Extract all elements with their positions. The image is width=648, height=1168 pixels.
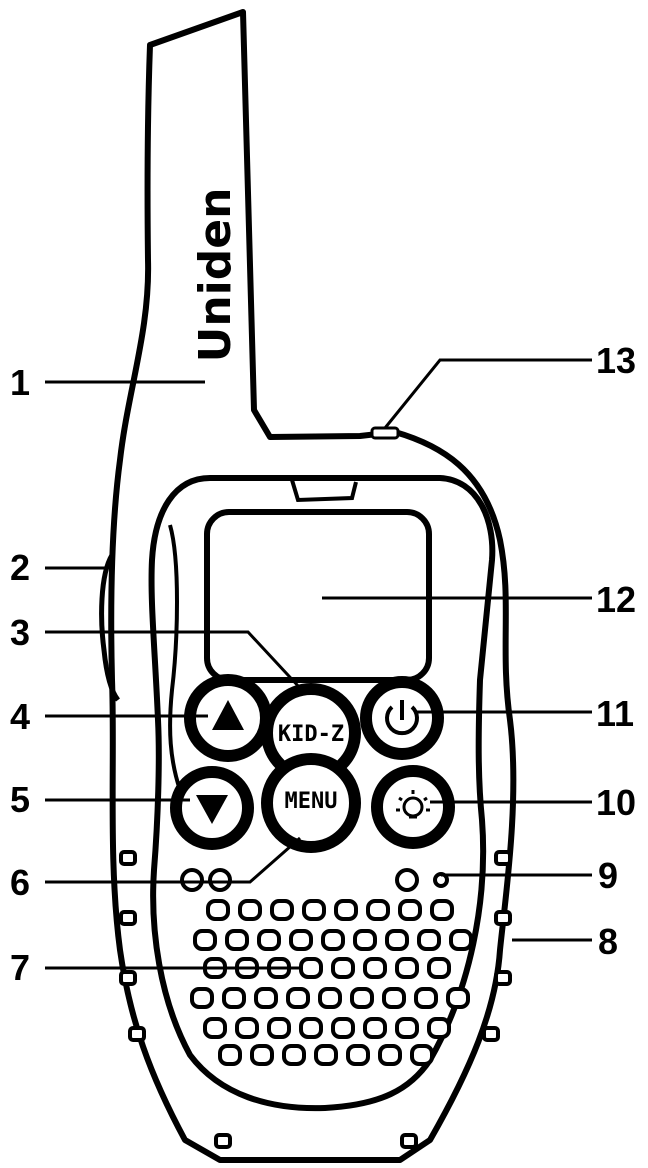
speaker-hole — [203, 1017, 227, 1039]
up-arrow-icon — [212, 700, 244, 730]
speaker-hole — [385, 929, 409, 951]
callout-13: 13 — [596, 340, 636, 381]
speaker-hole — [286, 987, 310, 1009]
speaker-hole — [282, 1044, 306, 1066]
callout-4: 4 — [10, 696, 30, 737]
speaker-hole — [417, 929, 441, 951]
brand-label: Uniden — [190, 188, 241, 363]
speaker-hole — [314, 1044, 338, 1066]
light-bulb-icon — [396, 790, 430, 819]
callout-5: 5 — [10, 779, 30, 820]
belt-clip-notches — [119, 850, 512, 1149]
speaker-hole — [299, 1017, 323, 1039]
speaker-hole — [449, 929, 473, 951]
speaker-hole — [299, 957, 323, 979]
speaker-hole — [270, 899, 294, 921]
kidz-label: KID-Z — [278, 722, 344, 747]
speaker-hole — [267, 1017, 291, 1039]
speaker-hole — [395, 957, 419, 979]
callout-line-3 — [45, 630, 302, 690]
speaker-hole — [334, 899, 358, 921]
mic-hole — [180, 868, 204, 892]
speaker-hole — [206, 899, 230, 921]
speaker-hole — [430, 899, 454, 921]
speaker-hole — [395, 1017, 419, 1039]
speaker-hole — [346, 1044, 370, 1066]
callout-8: 8 — [598, 921, 618, 962]
speaker-hole — [235, 1017, 259, 1039]
power-icon — [385, 700, 419, 736]
speaker-hole — [363, 1017, 387, 1039]
speaker-hole — [331, 957, 355, 979]
accessory-jack[interactable] — [370, 426, 400, 440]
speaker-hole — [222, 987, 246, 1009]
speaker-hole — [257, 929, 281, 951]
speaker-hole — [427, 1017, 451, 1039]
speaker-hole — [318, 987, 342, 1009]
callout-7: 7 — [10, 947, 30, 988]
side-push-to-talk-button[interactable] — [99, 553, 121, 702]
power-button[interactable] — [360, 676, 444, 760]
speaker-hole — [398, 899, 422, 921]
speaker-hole — [254, 987, 278, 1009]
speaker-hole — [446, 987, 470, 1009]
mic-hole — [208, 868, 232, 892]
callout-2: 2 — [10, 547, 30, 588]
speaker-hole — [331, 1017, 355, 1039]
speaker-hole — [321, 929, 345, 951]
speaker-hole — [193, 929, 217, 951]
speaker-hole — [289, 929, 313, 951]
speaker-hole — [366, 899, 390, 921]
callout-6: 6 — [10, 862, 30, 903]
speaker-hole — [190, 987, 214, 1009]
callout-11: 11 — [596, 693, 634, 734]
callout-line-13 — [383, 358, 592, 429]
speaker-hole — [238, 899, 262, 921]
menu-button[interactable]: MENU — [261, 753, 361, 853]
speaker-hole — [414, 987, 438, 1009]
brand-logo: Uniden — [190, 188, 241, 363]
speaker-hole — [218, 1044, 242, 1066]
light-button[interactable] — [371, 765, 455, 849]
speaker-hole — [363, 957, 387, 979]
lcd-display — [204, 509, 432, 683]
down-arrow-icon — [196, 795, 228, 824]
callout-12: 12 — [596, 579, 636, 620]
speaker-hole — [410, 1044, 434, 1066]
speaker-hole — [382, 987, 406, 1009]
display-top-tab — [290, 479, 358, 503]
speaker-hole — [353, 929, 377, 951]
down-button[interactable] — [170, 766, 254, 850]
callout-3: 3 — [10, 612, 30, 653]
callout-line-6 — [45, 836, 301, 884]
speaker-hole — [378, 1044, 402, 1066]
panel-left-contour — [168, 524, 182, 791]
speaker-hole — [427, 957, 451, 979]
up-button[interactable] — [184, 674, 272, 762]
speaker-hole — [350, 987, 374, 1009]
charging-contact — [395, 868, 419, 892]
callout-10: 10 — [596, 782, 636, 823]
menu-label: MENU — [285, 789, 338, 814]
speaker-hole — [250, 1044, 274, 1066]
speaker-hole — [225, 929, 249, 951]
speaker-hole — [302, 899, 326, 921]
callout-9: 9 — [598, 855, 618, 896]
callout-1: 1 — [10, 362, 30, 403]
callout-lines — [45, 358, 592, 970]
